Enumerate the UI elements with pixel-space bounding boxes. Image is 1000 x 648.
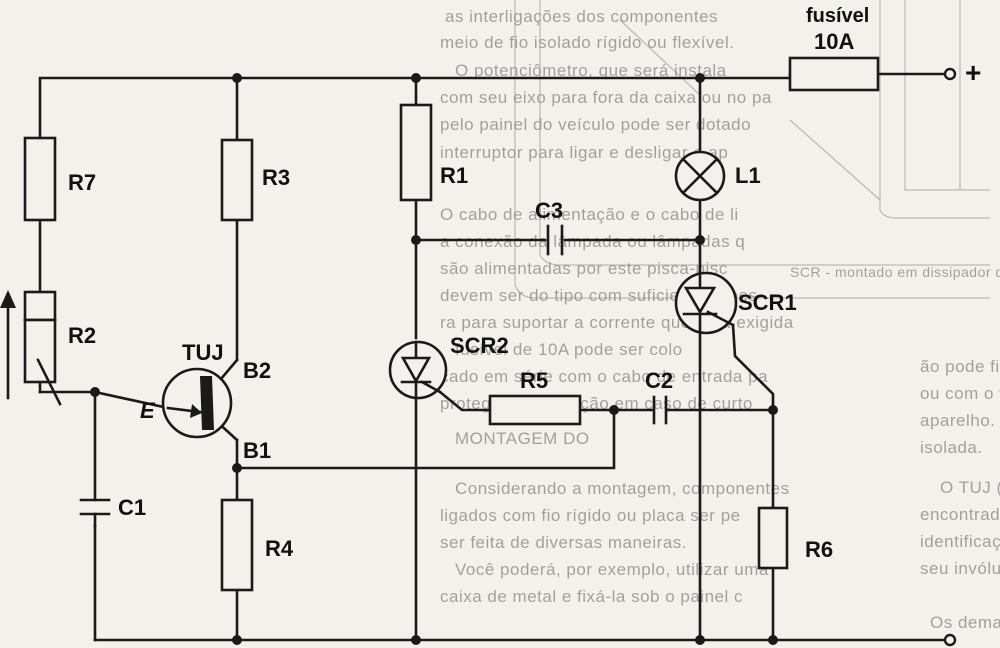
fuse-rating: 10A: [814, 29, 854, 54]
resistor-r7: [23, 136, 57, 222]
scr2-symbol: [388, 340, 448, 400]
fuse-label: fusível: [806, 5, 869, 27]
bg-text-line: MONTAGEM DO: [455, 429, 590, 448]
bg-text-line: Considerando a montagem, componentes: [455, 479, 790, 498]
resistor-r4-label: R4: [265, 536, 294, 561]
bg-text-line: cado em série com o cabo de entrada pa: [440, 367, 768, 386]
positive-terminal: [943, 67, 957, 81]
capacitor-c1-label: C1: [118, 495, 146, 520]
background-photo-outline: [514, 0, 990, 299]
resistor-r4: [220, 498, 254, 592]
bg-caption: SCR - montado em dissipador de calor: [790, 264, 1000, 280]
tuj-b2-label: B2: [243, 358, 271, 383]
junction-dot: [768, 635, 778, 645]
junction-dots: [90, 73, 778, 645]
potentiometer-r2: [0, 290, 62, 406]
resistor-r1: [399, 103, 433, 202]
bg-text-line: Os demais componentes são todos de: [930, 613, 1000, 632]
scr2-label: SCR2: [450, 333, 509, 358]
bg-text-line: meio de fio isolado rígido ou flexível.: [440, 33, 735, 52]
bg-text-line: caixa de metal e fixá-la sob o painel c: [440, 587, 743, 606]
junction-dot: [90, 387, 100, 397]
junction-dot: [768, 405, 778, 415]
bg-text-line: ligados com fio rígido ou placa ser pe: [440, 506, 741, 525]
bg-text-line: ou com o veículo em que for instalado o: [920, 384, 1000, 403]
resistor-r3-label: R3: [262, 165, 290, 190]
capacitor-c2: [652, 395, 668, 425]
bg-text-line: O TUJ (transistor unijunção) pode ser: [940, 478, 1000, 497]
bg-text-line: com seu eixo para fora da caixa ou no pa: [440, 88, 772, 107]
bg-text-line: pelo painel do veículo pode ser dotado: [440, 115, 751, 134]
scr1-symbol: [674, 271, 738, 335]
bg-text-line: O cabo de alimentação e o cabo de li: [440, 205, 739, 224]
lamp-l1-label: L1: [735, 163, 761, 188]
bg-text-line: seu invólucro.: [920, 559, 1000, 578]
junction-dot: [609, 405, 619, 415]
scr1-label: SCR1: [738, 290, 797, 315]
junction-dot: [232, 73, 242, 83]
bg-text-line: interruptor para ligar e desligar o ap: [440, 143, 728, 162]
tuj-emitter-label: E: [140, 398, 156, 423]
resistor-r5: [488, 394, 582, 426]
junction-dot: [411, 635, 421, 645]
negative-terminal: [943, 633, 957, 647]
resistor-r6: [757, 506, 789, 570]
bg-text-line: isolada.: [920, 438, 983, 457]
junction-dot: [232, 635, 242, 645]
bg-text-line: aparelho. Para tirar desta as incertezas: [920, 411, 1000, 430]
resistor-r7-label: R7: [68, 170, 96, 195]
resistor-r6-label: R6: [805, 537, 833, 562]
junction-dot: [695, 235, 705, 245]
bg-text-line: a conexão da lâmpada ou lâmpadas q: [440, 232, 745, 251]
bg-text-line: identificação deve ser feita pela anális…: [920, 532, 1000, 551]
resistor-r3: [220, 138, 254, 222]
bg-text-line: O potenciômetro, que será instala: [455, 61, 727, 80]
bg-text-line: Você poderá, por exemplo, utilizar uma: [455, 560, 769, 579]
bg-text-line: fusível de 10A pode ser colo: [455, 340, 683, 359]
capacitor-c3-label: C3: [535, 198, 563, 223]
junction-dot: [411, 235, 421, 245]
capacitor-c3: [546, 224, 564, 256]
positive-terminal-label: +: [965, 57, 981, 88]
bg-text-line: encontrado de diversas procedências e su…: [920, 505, 1000, 524]
junction-dot: [695, 73, 705, 83]
bg-text-line: ra para suportar a corrente que será exi…: [440, 313, 794, 332]
resistor-r1-label: R1: [440, 163, 468, 188]
capacitor-c1: [79, 498, 111, 528]
capacitor-c2-label: C2: [645, 368, 673, 393]
fuse-symbol: [788, 56, 880, 92]
bg-text-line: ão pode fixar-se junto à fiação com a ca…: [920, 357, 1000, 376]
tuj-b1-label: B1: [243, 438, 271, 463]
tuj-symbol: [161, 367, 233, 439]
potentiometer-r2-label: R2: [68, 323, 96, 348]
bg-text-line: são alimentadas por este pisca-pisc: [440, 259, 728, 278]
bg-text-line: ser feita de diversas maneiras.: [440, 533, 687, 552]
junction-dot: [411, 73, 421, 83]
tuj-label: TUJ: [182, 340, 224, 365]
lamp-l1: [674, 150, 726, 202]
bg-text-line: as interligações dos componentes: [445, 7, 718, 26]
junction-dot: [695, 635, 705, 645]
resistor-r5-label: R5: [520, 368, 548, 393]
junction-dot: [232, 463, 242, 473]
